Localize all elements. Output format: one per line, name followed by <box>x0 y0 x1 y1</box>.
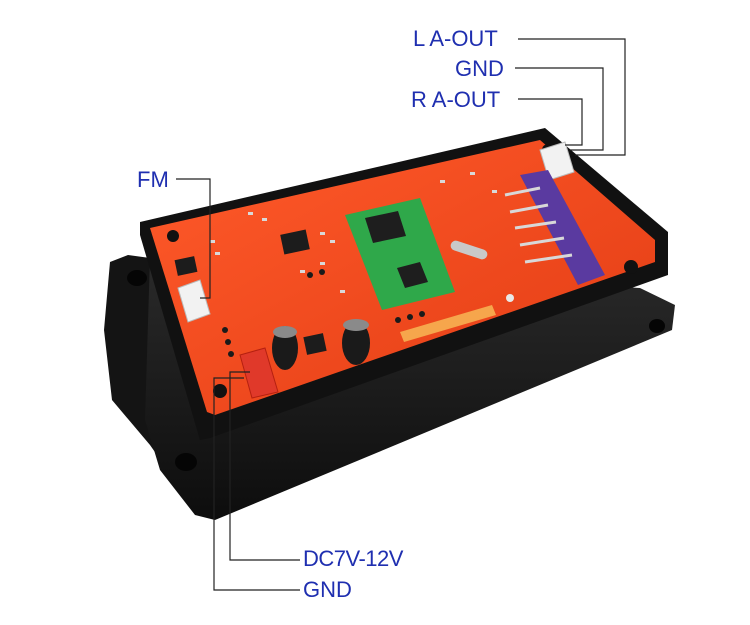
mount-hole-left-bottom <box>175 453 197 471</box>
bluetooth-chip <box>365 211 406 243</box>
power-connector <box>239 347 279 399</box>
label-dc-input: DC7V-12V <box>303 546 403 571</box>
pcb-board <box>150 140 655 415</box>
mount-hole-right <box>649 319 665 333</box>
crystal-oscillator <box>450 240 488 260</box>
mount-hole-left-top <box>127 270 147 286</box>
leader-l-a-out <box>518 38 626 156</box>
leader-lines <box>176 38 626 591</box>
screw-bottom-left <box>213 384 227 398</box>
ic-chip-2 <box>174 256 198 276</box>
leader-gnd-bottom <box>213 377 300 591</box>
capacitor-2 <box>342 321 370 365</box>
ic-chip-1 <box>280 229 310 255</box>
leader-fm <box>176 178 211 299</box>
antenna-trace <box>400 305 496 342</box>
label-gnd-bottom: GND <box>303 577 352 602</box>
label-gnd-top: GND <box>455 56 504 81</box>
ic-chip-3 <box>303 333 327 355</box>
screw-bottom-right <box>624 260 638 274</box>
label-r-a-out: R A-OUT <box>411 87 501 112</box>
secondary-chip <box>397 262 428 288</box>
display-connector <box>520 170 605 285</box>
leader-dc-input <box>229 371 300 561</box>
audio-out-connector <box>539 141 575 181</box>
leader-gnd-top <box>515 67 604 151</box>
label-fm: FM <box>137 167 169 192</box>
fm-connector <box>177 279 211 323</box>
label-l-a-out: L A-OUT <box>413 26 498 51</box>
screw-top-left <box>167 230 179 242</box>
leader-r-a-out <box>518 98 583 146</box>
